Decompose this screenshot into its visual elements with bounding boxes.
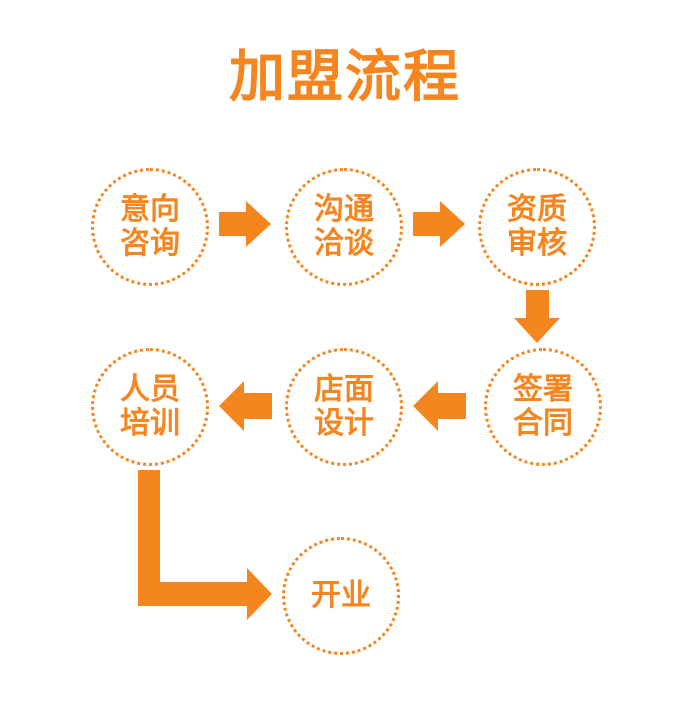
arrow-elbow-icon xyxy=(138,470,272,620)
step-opening: 开业 xyxy=(282,537,400,655)
step-label: 开业 xyxy=(311,578,371,613)
step-label: 签署 xyxy=(513,372,573,407)
step-label: 洽谈 xyxy=(314,226,374,261)
page-title: 加盟流程 xyxy=(229,45,461,110)
step-label: 资质 xyxy=(507,192,567,227)
arrow-left-icon xyxy=(219,381,272,431)
step-label: 沟通 xyxy=(314,192,374,227)
arrow-down-icon xyxy=(514,290,560,343)
step-label: 培训 xyxy=(120,406,180,441)
step-sign-contract: 签署 合同 xyxy=(484,348,602,466)
step-label: 合同 xyxy=(513,406,573,441)
step-qualification-review: 资质 审核 xyxy=(478,168,596,286)
step-label: 店面 xyxy=(314,372,374,407)
step-label: 意向 xyxy=(120,192,180,227)
arrow-left-icon xyxy=(413,381,466,431)
step-staff-training: 人员 培训 xyxy=(91,348,209,466)
arrow-right-icon xyxy=(219,201,271,247)
step-label: 设计 xyxy=(314,406,374,441)
step-label: 咨询 xyxy=(120,226,180,261)
step-store-design: 店面 设计 xyxy=(285,348,403,466)
step-communication: 沟通 洽谈 xyxy=(285,168,403,286)
arrow-right-icon xyxy=(413,201,465,247)
step-intent-consult: 意向 咨询 xyxy=(91,168,209,286)
step-label: 人员 xyxy=(120,372,180,407)
step-label: 审核 xyxy=(507,226,567,261)
